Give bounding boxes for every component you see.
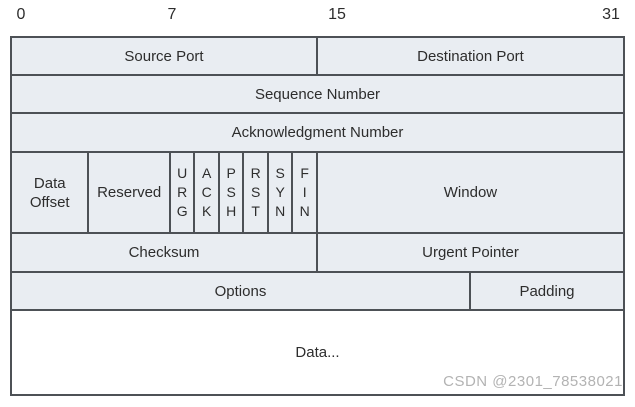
bit-label-31: 31 xyxy=(602,6,620,23)
field-padding: Padding xyxy=(470,273,623,309)
bit-label-7: 7 xyxy=(167,6,177,23)
field-data-offset: Data Offset xyxy=(12,153,90,232)
field-flag-rst: R S T xyxy=(244,153,269,232)
field-options: Options xyxy=(12,273,471,309)
field-flag-fin: F I N xyxy=(293,153,318,232)
field-flag-psh: P S H xyxy=(219,153,245,232)
field-acknowledgment-number: Acknowledgment Number xyxy=(12,114,623,151)
field-flag-syn: S Y N xyxy=(268,153,294,232)
row-data: Data... xyxy=(12,311,623,394)
watermark: CSDN @2301_78538021 xyxy=(443,373,623,390)
bit-label-15: 15 xyxy=(328,6,346,23)
field-source-port: Source Port xyxy=(12,38,318,74)
field-urgent-pointer: Urgent Pointer xyxy=(317,234,623,271)
row-ports: Source Port Destination Port xyxy=(12,38,623,76)
row-options-padding: Options Padding xyxy=(12,273,623,311)
field-sequence-number: Sequence Number xyxy=(12,76,623,112)
bit-label-0: 0 xyxy=(16,6,26,23)
header-format-table: Source Port Destination Port Sequence Nu… xyxy=(10,36,625,396)
field-reserved: Reserved xyxy=(89,153,171,232)
field-destination-port: Destination Port xyxy=(317,38,623,74)
field-flag-ack: A C K xyxy=(195,153,220,232)
row-acknowledgment-number: Acknowledgment Number xyxy=(12,114,623,153)
row-checksum-urgent: Checksum Urgent Pointer xyxy=(12,234,623,273)
field-checksum: Checksum xyxy=(12,234,318,271)
field-data: Data... xyxy=(12,311,623,394)
row-sequence-number: Sequence Number xyxy=(12,76,623,114)
field-window: Window xyxy=(317,153,623,232)
row-offset-flags-window: Data Offset Reserved U R G A C K P S H R… xyxy=(12,153,623,234)
bit-scale: 0 7 15 31 xyxy=(0,0,635,34)
field-flag-urg: U R G xyxy=(170,153,196,232)
